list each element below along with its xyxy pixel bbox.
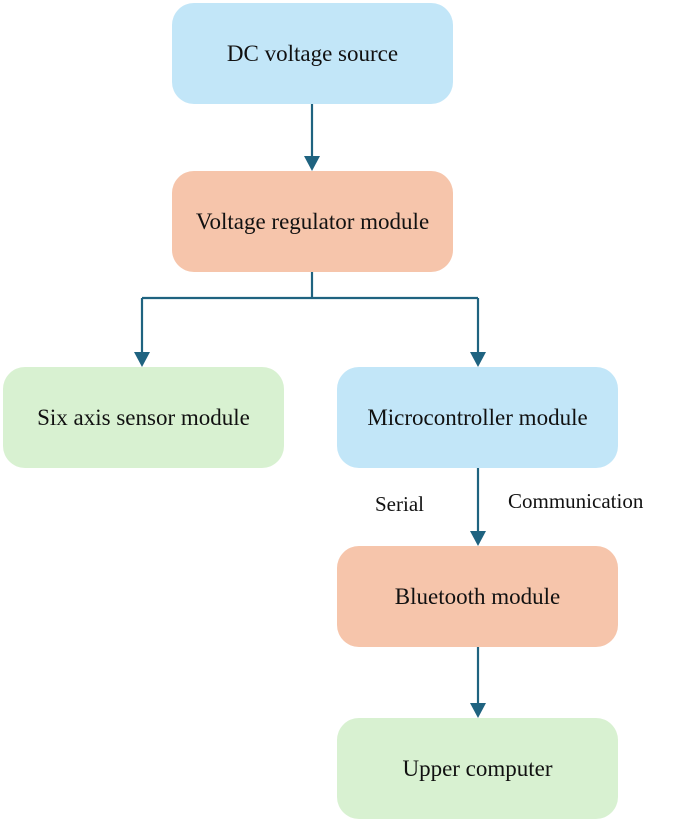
node-bluetooth-module: Bluetooth module <box>337 546 618 647</box>
node-upper-computer: Upper computer <box>337 718 618 819</box>
arrowhead-bluetooth <box>470 531 486 546</box>
node-dc-voltage-source: DC voltage source <box>172 3 453 104</box>
edge-label-communication: Communication <box>508 489 644 513</box>
arrowhead-upper <box>470 703 486 718</box>
arrowhead-six-axis <box>134 352 150 367</box>
node-voltage-regulator-module: Voltage regulator module <box>172 171 453 272</box>
arrowhead-mcu <box>470 352 486 367</box>
node-six-axis-sensor-module: Six axis sensor module <box>3 367 284 468</box>
edge-label-serial: Serial <box>375 492 424 516</box>
node-microcontroller-module: Microcontroller module <box>337 367 618 468</box>
branch-line-regulator <box>142 272 478 300</box>
arrowhead-regulator <box>304 156 320 171</box>
